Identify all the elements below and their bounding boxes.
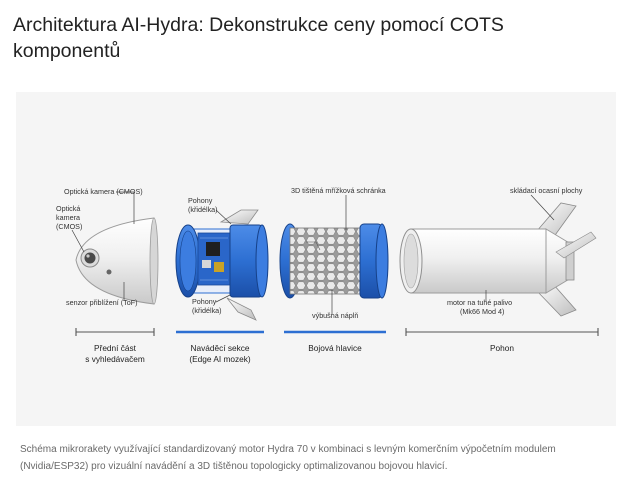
page-title: Architektura AI-Hydra: Dekonstrukce ceny… [13, 14, 504, 62]
section-guidance-2: (Edge AI mozek) [189, 354, 251, 364]
section-warhead: Bojová hlavice [308, 343, 362, 353]
label-actuators-top-1: Pohony [188, 196, 213, 205]
rocket-diagram: Optická kamera (CMOS) Optická kamera (CM… [56, 186, 599, 364]
label-proximity-sensor: senzor přiblížení (ToF) [66, 298, 138, 307]
label-actuators-bottom-2: (křidélka) [192, 306, 222, 315]
label-optical-camera-side-1: Optická [56, 204, 80, 213]
nose-cone [75, 217, 159, 305]
label-actuators-bottom-1: Pohony [192, 297, 217, 306]
label-optical-camera: Optická kamera (CMOS) [64, 187, 143, 196]
diagram-figure: Optická kamera (CMOS) Optická kamera (CM… [16, 92, 616, 426]
section-front-2: s vyhledávačem [85, 354, 145, 364]
label-folding-fins: skládací ocasní plochy [510, 186, 583, 195]
label-optical-camera-side-3: (CMOS) [56, 222, 82, 231]
aileron-bottom-icon [226, 297, 257, 321]
section-guidance-1: Naváděcí sekce [190, 343, 249, 353]
label-motor-1: motor na tuhé palivo [447, 298, 512, 307]
guidance-section [175, 209, 269, 321]
aileron-top-icon [219, 209, 259, 225]
section-propulsion: Pohon [490, 343, 514, 353]
label-optical-camera-side-2: kamera [56, 213, 80, 222]
label-motor-2: (Mk66 Mod 4) [460, 307, 504, 316]
figure-caption: Schéma mikrorakety využívající standardi… [20, 444, 556, 472]
section-front-1: Přední část [94, 343, 137, 353]
propulsion-section [399, 202, 597, 317]
warhead-section [279, 223, 389, 299]
label-explosive-fill: výbušná náplň [312, 311, 358, 320]
label-lattice-case: 3D tištěná mřížková schránka [291, 186, 386, 195]
section-brackets [75, 328, 599, 336]
leader-lines [71, 191, 555, 315]
label-actuators-top-2: (křidélka) [188, 205, 218, 214]
